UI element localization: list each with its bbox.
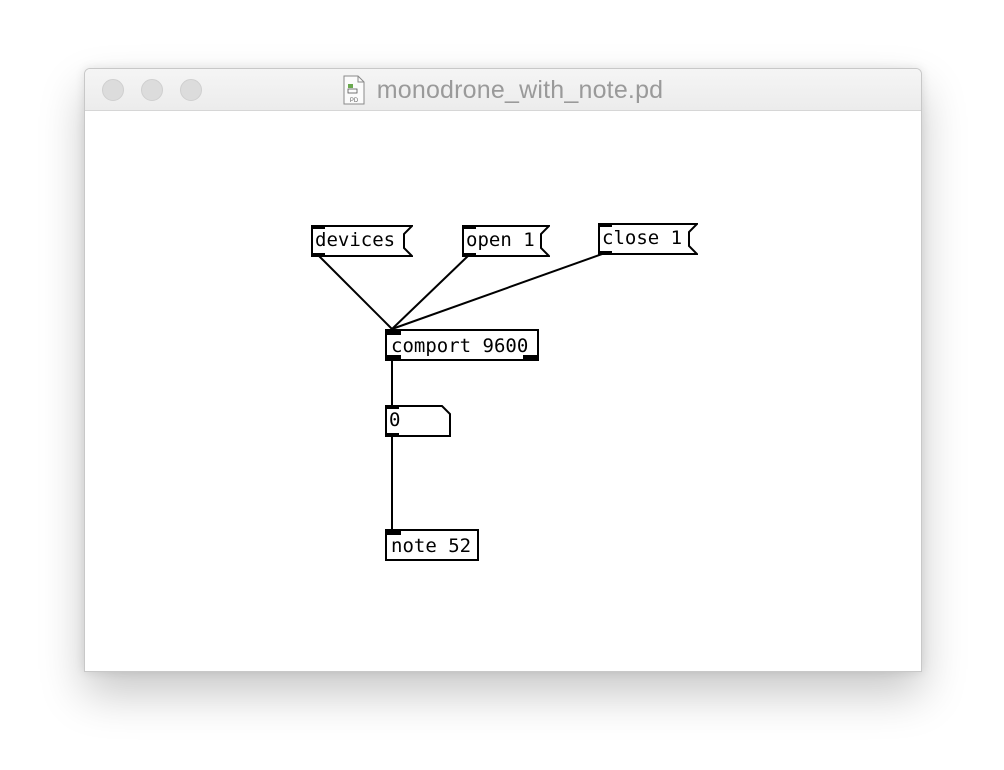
- patch-wires: [317, 252, 606, 529]
- minimize-button[interactable]: [141, 79, 163, 101]
- message-open-label: open 1: [466, 229, 535, 251]
- title-group: PD monodrone_with_note.pd: [85, 69, 921, 111]
- outlet[interactable]: [311, 253, 325, 257]
- object-note[interactable]: note 52: [385, 529, 479, 561]
- window-title: monodrone_with_note.pd: [376, 75, 664, 104]
- object-comport-label: comport 9600: [391, 335, 529, 357]
- inlet[interactable]: [387, 331, 401, 335]
- patch-window: PD monodrone_with_note.pd devices: [84, 68, 922, 672]
- outlet[interactable]: [598, 251, 612, 255]
- title-bar[interactable]: PD monodrone_with_note.pd: [85, 69, 921, 111]
- message-close[interactable]: close 1: [598, 223, 698, 255]
- message-devices[interactable]: devices: [311, 225, 413, 257]
- inlet[interactable]: [598, 223, 612, 227]
- patch-canvas[interactable]: devices open 1 close 1: [85, 111, 921, 671]
- wire-devices-to-comport[interactable]: [317, 254, 393, 330]
- close-button[interactable]: [102, 79, 124, 101]
- inlet[interactable]: [385, 405, 399, 409]
- outlet[interactable]: [462, 253, 476, 257]
- wire-close-to-comport[interactable]: [391, 252, 606, 330]
- number-box[interactable]: 0: [385, 405, 451, 437]
- pd-file-icon: PD: [343, 75, 365, 105]
- object-note-label: note 52: [391, 535, 472, 557]
- message-close-label: close 1: [602, 227, 683, 249]
- message-devices-label: devices: [315, 229, 396, 251]
- inlet[interactable]: [462, 225, 476, 229]
- outlet[interactable]: [385, 433, 399, 437]
- wire-open-to-comport[interactable]: [391, 254, 470, 330]
- number-box-value: 0: [389, 409, 401, 431]
- inlet[interactable]: [387, 531, 401, 535]
- object-comport[interactable]: comport 9600: [385, 329, 539, 361]
- inlet[interactable]: [311, 225, 325, 229]
- number-box-outline: [385, 405, 451, 437]
- message-open[interactable]: open 1: [462, 225, 550, 257]
- zoom-button[interactable]: [180, 79, 202, 101]
- outlet[interactable]: [387, 355, 401, 359]
- outlet-right[interactable]: [523, 355, 537, 359]
- pd-file-icon-label: PD: [350, 98, 359, 104]
